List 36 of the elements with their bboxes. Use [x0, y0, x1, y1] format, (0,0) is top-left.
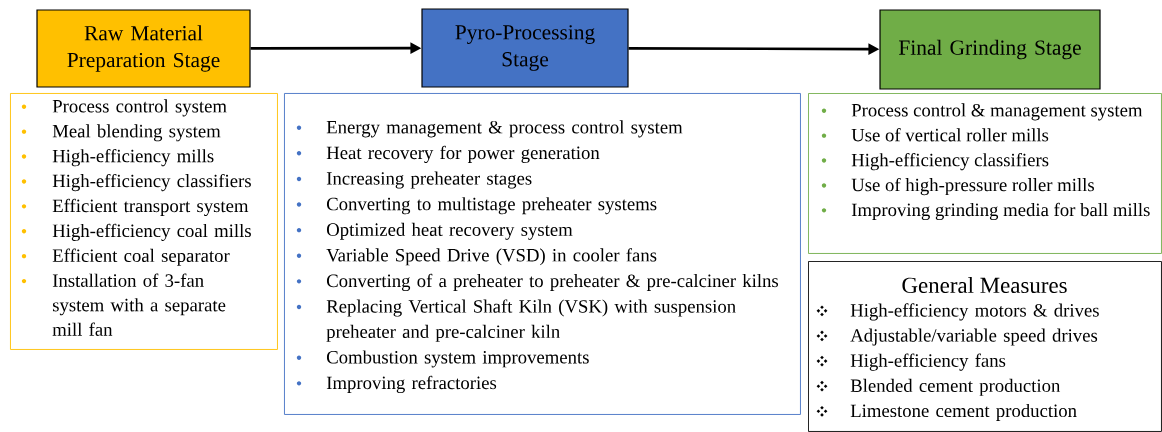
- list-item: Combustion system improvements: [326, 350, 589, 368]
- list-item: Process control system: [52, 99, 227, 117]
- list-item: Efficient transport system: [52, 198, 249, 217]
- list-item: Variable Speed Drive (VSD) in cooler fans: [326, 248, 657, 266]
- list-item: Efficient coal separator: [52, 248, 230, 266]
- list-item: High-efficiency mills: [52, 149, 214, 167]
- list-item: High-efficiency classifiers: [851, 153, 1049, 171]
- list-item: Converting of a preheater to preheater & pre-calciner kilns: [326, 273, 778, 291]
- list-item: Installation of 3-fan system with a separate mill fan: [52, 273, 226, 336]
- list-item: High-efficiency classifiers: [52, 173, 251, 192]
- list-item: Meal blending system: [52, 124, 221, 142]
- list-item: Use of high-pressure roller mills: [851, 177, 1094, 196]
- list-item: Improving refractories: [326, 375, 497, 394]
- list-item: Limestone cement production: [850, 403, 1077, 421]
- stage-box: Final Grinding Stage: [879, 9, 1101, 90]
- list-box: [808, 93, 1162, 254]
- list-item: Blended cement production: [850, 378, 1061, 396]
- stage-box: Pyro-Processing Stage: [421, 8, 629, 88]
- list-item: Heat recovery for power generation: [326, 145, 600, 163]
- heading: General Measures: [902, 276, 1067, 294]
- list-box: [284, 93, 801, 415]
- stage-box: Raw Material Preparation Stage: [36, 9, 251, 88]
- list-item: Replacing Vertical Shaft Kiln (VSK) with suspension preheater and pre-calciner kiln: [326, 299, 736, 342]
- list-item: Converting to multistage preheater systems: [326, 197, 657, 215]
- list-item: Improving grinding media for ball mills: [851, 202, 1150, 221]
- list-item: High-efficiency fans: [850, 353, 1006, 371]
- list-item: Energy management & process control system: [326, 120, 683, 138]
- list-item: Adjustable/variable speed drives: [850, 328, 1098, 346]
- list-item: High-efficiency motors & drives: [850, 303, 1099, 321]
- list-item: Use of vertical roller mills: [851, 128, 1049, 142]
- list-box: [808, 261, 1162, 432]
- list-box: [10, 93, 278, 350]
- list-item: Process control & management system: [851, 103, 1143, 121]
- list-item: Increasing preheater stages: [326, 171, 532, 189]
- list-item: High-efficiency coal mills: [52, 223, 251, 241]
- list-item: Optimized heat recovery system: [326, 222, 573, 240]
